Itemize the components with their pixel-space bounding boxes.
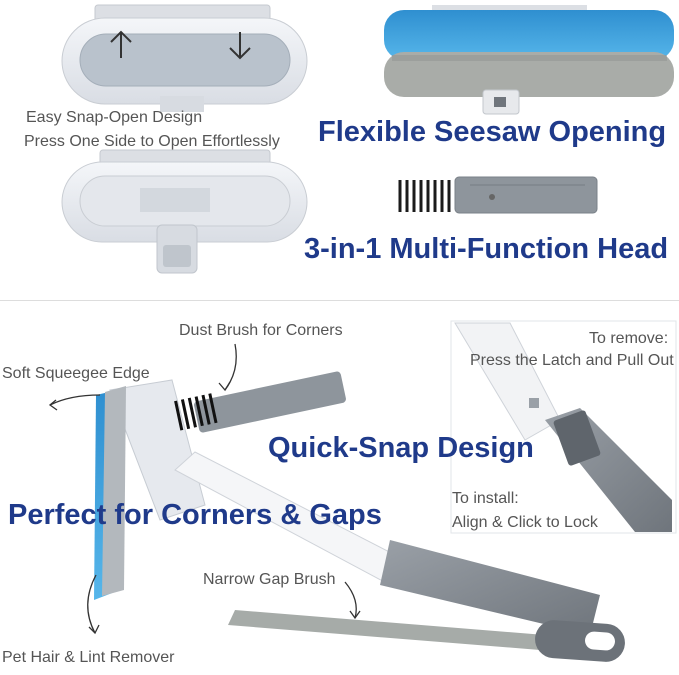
corners-heading: Perfect for Corners & Gaps [8, 499, 382, 531]
head-open-view [61, 149, 308, 274]
quick-snap-heading: Quick-Snap Design [268, 432, 534, 464]
arrow-lint-icon [87, 574, 97, 634]
main-tool [94, 371, 600, 635]
install-title: To install: [452, 490, 519, 507]
arrow-gap-brush-icon [344, 581, 357, 619]
dust-brush-bar [398, 176, 598, 214]
squeegee-label: Soft Squeegee Edge [2, 365, 150, 382]
gap-brush-label: Narrow Gap Brush [203, 571, 336, 588]
dust-brush-label: Dust Brush for Corners [179, 322, 343, 339]
annotation-arrows [48, 343, 361, 635]
multi-head-heading: 3-in-1 Multi-Function Head [304, 233, 669, 265]
head-top-view [61, 4, 308, 112]
snap-open-subtitle: Press One Side to Open Effortlessly [24, 133, 280, 150]
seesaw-heading: Flexible Seesaw Opening [318, 116, 667, 148]
arrow-up-icon [110, 30, 132, 58]
arrow-down-icon [229, 32, 251, 60]
remove-subtitle: Press the Latch and Pull Out [470, 352, 674, 369]
narrow-gap-brush [228, 610, 625, 662]
section-divider [0, 300, 679, 301]
install-subtitle: Align & Click to Lock [452, 514, 598, 531]
arrow-dust-brush-icon [224, 343, 237, 391]
lint-pad-head [384, 5, 674, 115]
snap-open-title: Easy Snap-Open Design [26, 109, 203, 126]
snap-connection-inset [450, 320, 677, 534]
remove-title: To remove: [589, 330, 669, 347]
arrow-squeegee-icon [49, 394, 101, 406]
lint-label: Pet Hair & Lint Remover [2, 649, 175, 666]
